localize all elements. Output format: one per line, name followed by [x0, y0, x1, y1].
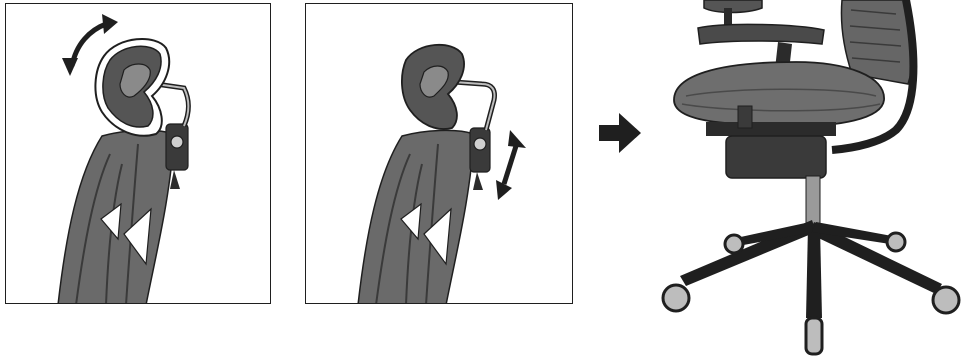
gas-lift [805, 175, 821, 225]
chair-casters [661, 231, 961, 356]
headrest-height-panel [305, 3, 573, 304]
headrest-bracket [469, 127, 491, 190]
headrest-tilt-panel [5, 3, 271, 304]
back-frame [831, 0, 918, 154]
headrest-tilt-illustration [57, 14, 191, 303]
right-arrow-icon [599, 113, 641, 153]
headrest-height-illustration [357, 43, 526, 303]
chair-back [357, 129, 475, 303]
office-chair-illustration [661, 0, 961, 356]
chair-back [57, 129, 175, 303]
seat-mechanism [706, 105, 836, 179]
headrest [401, 43, 465, 130]
chair-base [680, 220, 942, 318]
curved-double-arrow-icon [62, 14, 118, 76]
assembled-chair-view [646, 0, 973, 357]
chair-headrest [703, 0, 763, 26]
headrest [94, 37, 171, 137]
headrest-post-highlight [155, 83, 190, 127]
headrest-post-highlight [453, 81, 496, 131]
straight-double-arrow-icon [496, 130, 526, 200]
headrest-bracket [165, 123, 189, 189]
chair-seat [673, 61, 885, 128]
